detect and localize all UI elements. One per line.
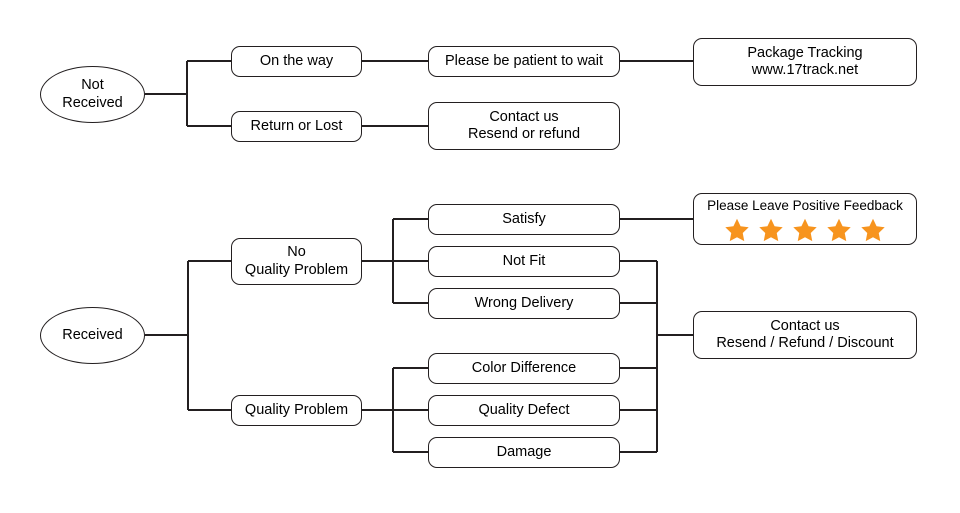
node-label-line: Contact us: [489, 108, 559, 125]
node-label-line: Please be patient to wait: [445, 52, 603, 69]
node-return-or-lost[interactable]: Return or Lost: [231, 111, 362, 142]
star-rating[interactable]: [724, 217, 886, 243]
node-label-line: Quality Problem: [244, 261, 349, 278]
node-damage[interactable]: Damage: [428, 437, 620, 468]
node-label-line: Received: [62, 94, 123, 111]
node-label-line: Resend / Refund / Discount: [716, 335, 894, 351]
node-label-line: No: [287, 244, 306, 261]
node-satisfy[interactable]: Satisfy: [428, 204, 620, 235]
node-label-line: Color Difference: [471, 359, 577, 376]
node-wrong-delivery[interactable]: Wrong Delivery: [428, 288, 620, 319]
node-label-line: Contact us: [770, 317, 840, 334]
node-no-quality-problem[interactable]: No Quality Problem: [231, 238, 362, 285]
star-icon[interactable]: [860, 217, 886, 243]
node-color-difference[interactable]: Color Difference: [428, 353, 620, 384]
node-quality-defect[interactable]: Quality Defect: [428, 395, 620, 426]
node-positive-feedback[interactable]: Please Leave Positive Feedback: [693, 193, 917, 245]
node-label-line: Quality Defect: [478, 401, 570, 418]
feedback-label: Please Leave Positive Feedback: [707, 198, 903, 213]
star-icon[interactable]: [792, 217, 818, 243]
node-on-the-way[interactable]: On the way: [231, 46, 362, 77]
node-label-line: Resend or refund: [467, 126, 581, 142]
node-label-line: Wrong Delivery: [474, 294, 574, 311]
node-contact-us-resend-or-refund[interactable]: Contact us Resend or refund: [428, 102, 620, 150]
node-label-line: Not: [81, 77, 104, 94]
star-icon[interactable]: [826, 217, 852, 243]
node-label-line: Satisfy: [502, 210, 546, 227]
node-label-line: On the way: [259, 52, 334, 69]
node-not-received[interactable]: Not Received: [40, 66, 145, 123]
node-received[interactable]: Received: [40, 307, 145, 364]
node-quality-problem[interactable]: Quality Problem: [231, 395, 362, 426]
node-label-line: Received: [62, 326, 123, 343]
node-label-line: Package Tracking: [747, 44, 863, 61]
node-label-line: Not Fit: [502, 252, 546, 269]
star-icon[interactable]: [724, 217, 750, 243]
star-icon[interactable]: [758, 217, 784, 243]
node-please-be-patient[interactable]: Please be patient to wait: [428, 46, 620, 77]
node-contact-us-resolution[interactable]: Contact us Resend / Refund / Discount: [693, 311, 917, 359]
node-label-line: Quality Problem: [244, 401, 349, 418]
node-not-fit[interactable]: Not Fit: [428, 246, 620, 277]
node-package-tracking[interactable]: Package Tracking www.17track.net: [693, 38, 917, 86]
node-label-line: Return or Lost: [250, 117, 343, 134]
node-label-line: Damage: [496, 443, 552, 460]
node-label-line: www.17track.net: [751, 62, 859, 78]
